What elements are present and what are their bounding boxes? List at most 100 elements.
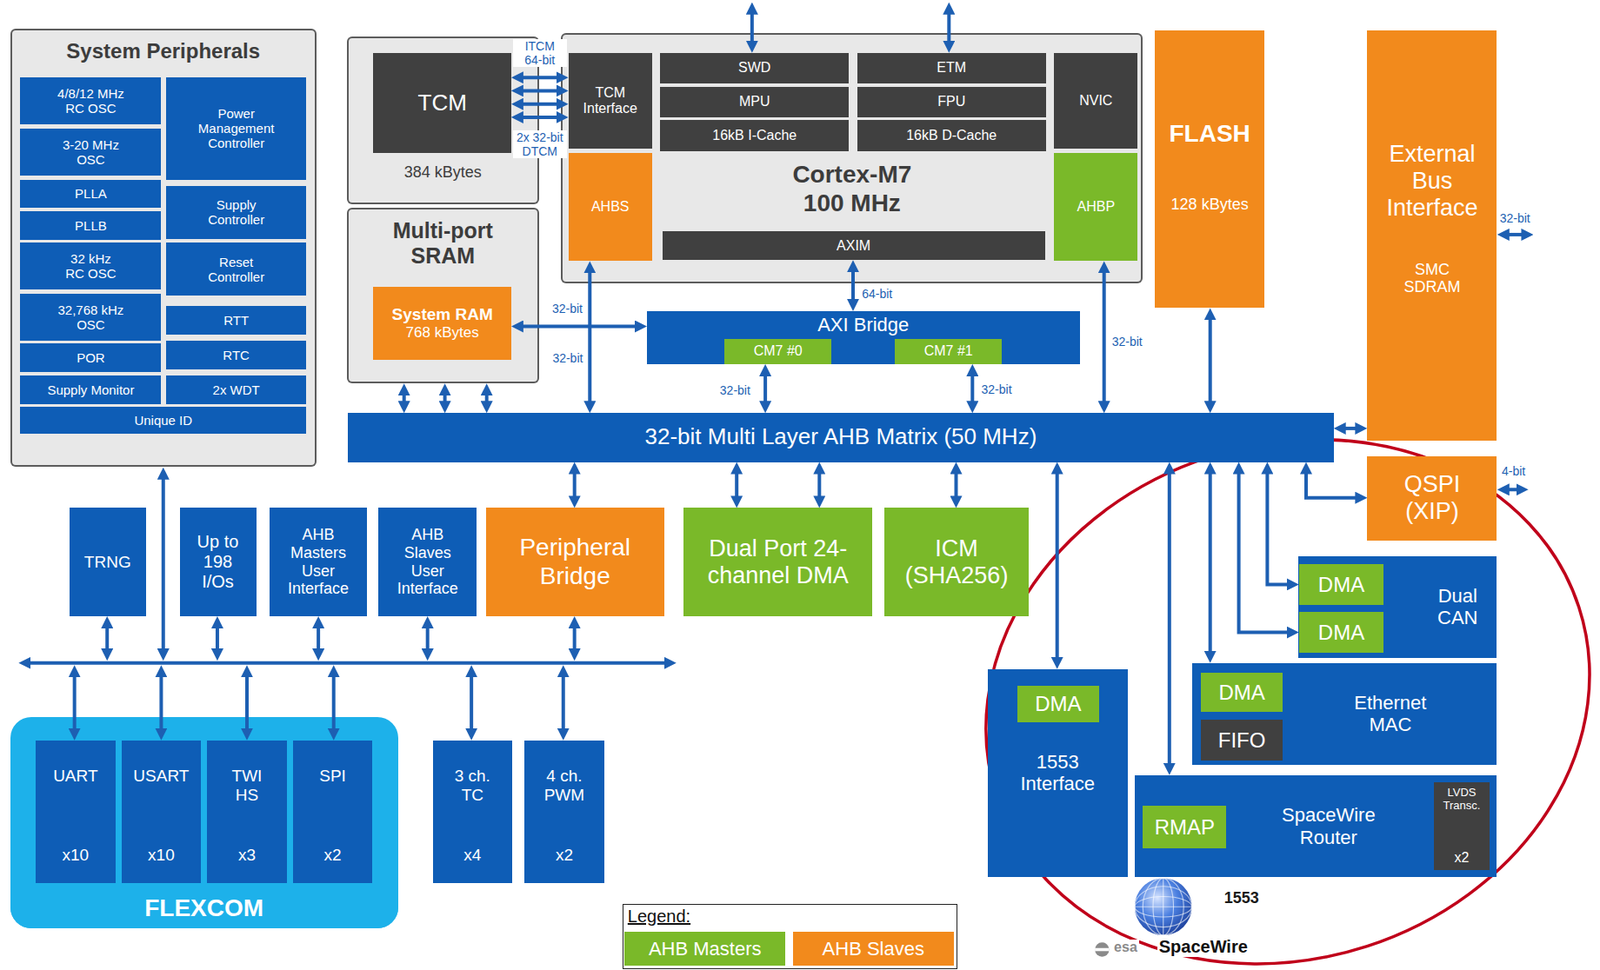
bus-stub: [161, 472, 166, 656]
legend-heading: Legend:: [627, 906, 691, 927]
bus-arrow: [1055, 467, 1060, 665]
block-label: 32,768 kHz OSC: [49, 302, 133, 334]
block-label: System RAM: [392, 305, 494, 325]
block-label: x2: [1454, 850, 1470, 867]
block-label: Ethernet MAC: [1342, 692, 1439, 737]
group-panel: Cortex-M7 100 MHzTCM InterfaceAHBSSWDMPU…: [560, 33, 1143, 285]
function-block: 32 kHz RC OSC: [20, 242, 161, 290]
block-label: RMAP: [1154, 815, 1215, 840]
legend-swatch: AHB Slaves: [793, 932, 954, 967]
function-block: Power Management Controller: [166, 77, 307, 180]
esa-mark: [1094, 942, 1109, 957]
block-label: AXI Bridge: [817, 313, 909, 336]
group-panel: 384 kBytes TCM: [346, 36, 540, 204]
bus-width: 64-bit: [860, 286, 894, 301]
bus-stub: [573, 621, 577, 657]
function-block: TWI HSx3: [206, 740, 287, 884]
note-label: 1553: [1222, 889, 1261, 908]
core-block: 16kB I-Cache: [660, 120, 849, 151]
qspi-arrow: [1501, 487, 1524, 492]
bus-line: [23, 661, 672, 666]
legend-label: AHB Masters: [648, 938, 762, 960]
bus-width: 32-bit: [550, 301, 585, 316]
block-label: DMA: [1318, 573, 1365, 598]
group-panel: System Peripherals4/8/12 MHz RC OSC3-20 …: [10, 28, 317, 468]
bus-arrow: [1208, 467, 1213, 659]
function-block: PLLB: [20, 211, 161, 240]
core-block: FIFO: [1200, 720, 1283, 761]
function-block: Ethernet MACDMAFIFO: [1192, 663, 1498, 766]
bus-arrow: [485, 388, 489, 408]
block-label: Supply Monitor: [46, 382, 134, 398]
bus-arrow: [763, 369, 767, 408]
block-label: Cortex-M7 100 MHz: [778, 160, 927, 217]
block-label: External Bus Interface: [1371, 140, 1494, 222]
block-label: FPU: [937, 93, 966, 110]
function-block: 1553 Interface DMA: [987, 669, 1128, 878]
block-label: 384 kBytes: [404, 163, 482, 182]
master-block: RMAP: [1142, 806, 1227, 849]
bus-width: ITCM 64-bit: [513, 39, 567, 67]
bus-arrow: [573, 467, 577, 504]
block-label: Supply Controller: [193, 197, 280, 228]
block-label: RTC: [222, 347, 250, 363]
peripheral-bus: [23, 6, 1529, 736]
legend-swatch: AHB Masters: [624, 932, 786, 967]
block-label: 1553 Interface: [1009, 751, 1106, 796]
function-block: 4 ch. PWMx2: [524, 740, 605, 884]
core-block: SWD: [660, 53, 849, 84]
block-label: x2: [555, 846, 574, 866]
block-label: x2: [324, 846, 342, 866]
bus-arrow: [516, 115, 564, 120]
function-block: POR: [20, 343, 161, 373]
bus-arrow: [516, 88, 564, 93]
function-block: AHB Masters User Interface: [269, 507, 368, 616]
bus-arrow: [1102, 266, 1107, 408]
external-bus-arrow: [1501, 233, 1529, 237]
esa-mark-bar: [1094, 948, 1109, 953]
bus-arrow: [970, 369, 974, 408]
master-block: DMA: [1017, 686, 1100, 723]
block-label: 2x WDT: [213, 382, 260, 398]
core-block: LVDS Transc.x2: [1433, 782, 1491, 871]
core-block: FPU: [857, 86, 1047, 118]
function-block: RTT: [166, 306, 307, 335]
core-block: TCM: [373, 53, 511, 154]
block-label: TCM: [418, 90, 467, 117]
core-block: 16kB D-Cache: [857, 120, 1047, 151]
bus-arrow: [1266, 467, 1294, 586]
master-block: Dual Port 24-channel DMA: [683, 507, 873, 616]
bus-arrow: [516, 75, 564, 80]
bus-stub: [561, 670, 566, 736]
bus-width: 32-bit: [718, 383, 753, 398]
bus-width: 2x 32-bit DTCM: [513, 130, 567, 159]
block-label: MPU: [739, 93, 771, 110]
block-label: SMC SDRAM: [1397, 260, 1467, 297]
slave-block: AHBS: [568, 153, 653, 261]
bus-width: 32-bit: [550, 351, 585, 366]
bus-stub: [426, 621, 430, 657]
bus-arrow: [516, 325, 642, 329]
block-label: Peripheral Bridge: [500, 533, 649, 590]
function-block: 4/8/12 MHz RC OSC: [20, 77, 161, 125]
block-label: PLLB: [74, 218, 107, 234]
block-label: NVIC: [1079, 93, 1113, 109]
function-block: SpaceWire RouterRMAPLVDS Transc.x2: [1134, 775, 1498, 878]
master-block: DMA: [1299, 612, 1384, 654]
bus-arrow: [443, 388, 447, 408]
block-label: PLLA: [74, 186, 107, 201]
block-label: AHBS: [591, 199, 630, 215]
slave-block: FLASH128 kBytes: [1154, 30, 1265, 308]
block-label: x3: [238, 846, 256, 866]
block-label: FIFO: [1218, 728, 1267, 754]
block-label: ICM (SHA256): [891, 535, 1022, 590]
function-block: Dual CANDMADMA: [1298, 556, 1498, 659]
core-block: MPU: [660, 86, 849, 118]
function-block: AXI BridgeCM7 #0CM7 #1: [646, 311, 1080, 365]
block-label: AHBP: [1077, 199, 1116, 215]
function-block: SPIx2: [293, 740, 374, 884]
block-label: x10: [62, 846, 90, 866]
block-label: 32 kHz RC OSC: [62, 251, 120, 282]
function-block: 3-20 MHz OSC: [20, 128, 161, 176]
function-block: 2x WDT: [166, 375, 307, 405]
